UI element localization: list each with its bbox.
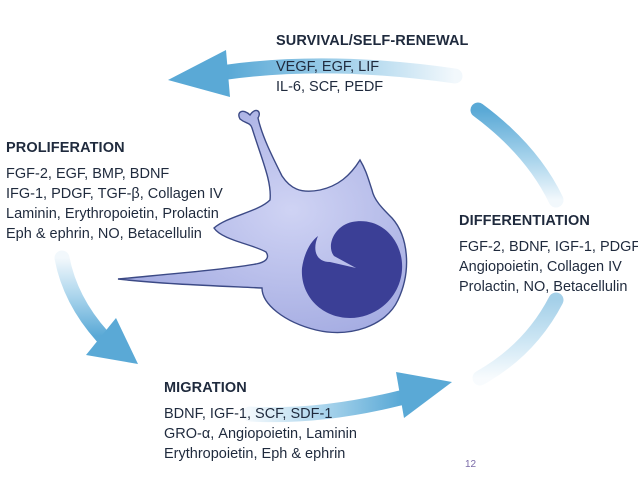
differentiation-line-1: FGF-2, BDNF, IGF-1, PDGF — [459, 239, 638, 255]
migration-line-1: BDNF, IGF-1, SCF, SDF-1 — [164, 406, 333, 422]
survival-heading: SURVIVAL/SELF-RENEWAL — [276, 33, 469, 49]
page-number: 12 — [465, 459, 477, 470]
differentiation-line-2: Angiopoietin, Collagen IV — [459, 259, 622, 275]
proliferation-heading: PROLIFERATION — [6, 140, 125, 156]
neural-cell — [117, 109, 408, 334]
arrow-bottom — [242, 372, 452, 423]
arrow-top — [168, 50, 463, 97]
differentiation-line-3: Prolactin, NO, Betacellulin — [459, 279, 628, 295]
proliferation-line-4: Eph & ephrin, NO, Betacellulin — [6, 226, 202, 242]
proliferation-line-2: IFG-1, PDGF, TGF-β, Collagen IV — [6, 186, 223, 202]
arrow-right — [470, 102, 564, 386]
differentiation-heading: DIFFERENTIATION — [459, 213, 590, 229]
migration-line-3: Erythropoietin, Eph & ephrin — [164, 446, 346, 462]
proliferation-line-1: FGF-2, EGF, BMP, BDNF — [6, 166, 170, 182]
proliferation-line-3: Laminin, Erythropoietin, Prolactin — [6, 206, 219, 222]
arrow-left — [54, 250, 138, 364]
survival-line-2: IL-6, SCF, PEDF — [276, 79, 384, 95]
migration-heading: MIGRATION — [164, 380, 247, 396]
migration-block: MIGRATION BDNF, IGF-1, SCF, SDF-1 GRO-α,… — [164, 378, 357, 464]
differentiation-block: DIFFERENTIATION FGF-2, BDNF, IGF-1, PDGF… — [459, 211, 638, 297]
survival-block: SURVIVAL/SELF-RENEWAL VEGF, EGF, LIF IL-… — [276, 31, 469, 97]
migration-line-2: GRO-α, Angiopoietin, Laminin — [164, 426, 357, 442]
survival-line-1: VEGF, EGF, LIF — [276, 59, 380, 75]
nucleus — [301, 221, 403, 318]
proliferation-block: PROLIFERATION FGF-2, EGF, BMP, BDNF IFG-… — [6, 138, 223, 244]
